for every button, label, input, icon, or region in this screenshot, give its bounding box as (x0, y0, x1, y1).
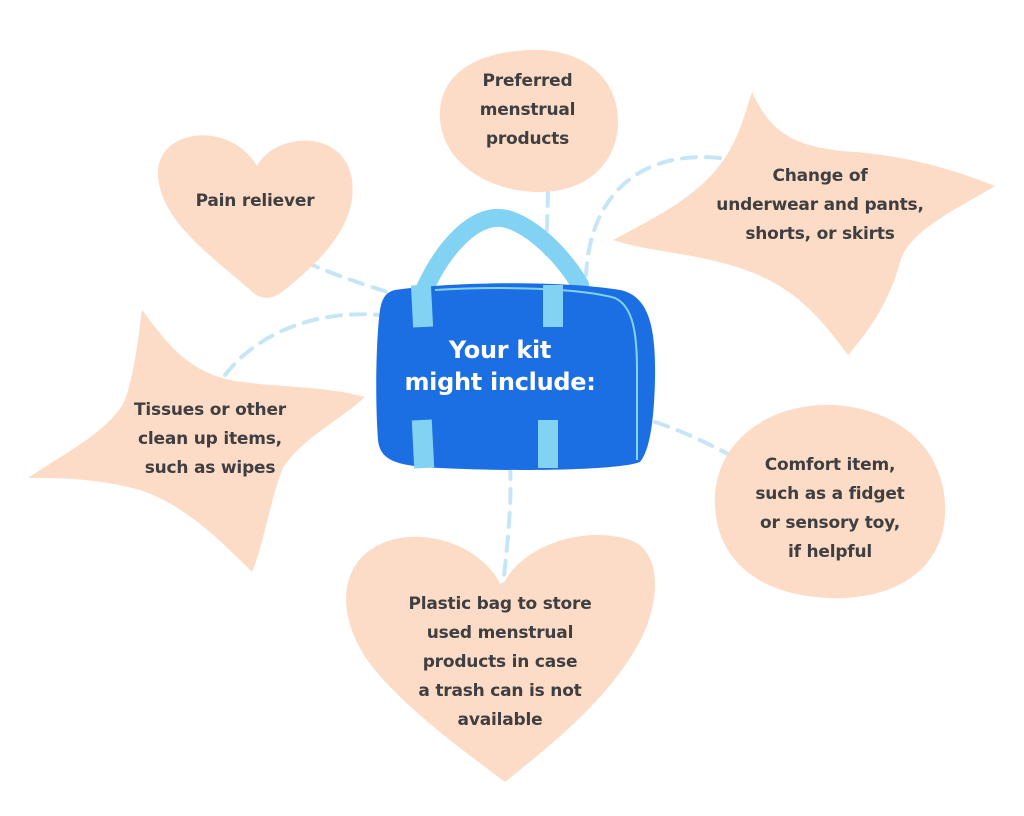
item-change-of-clothes: Change of underwear and pants, shorts, o… (716, 166, 924, 244)
bag-strap-bottom-left (411, 419, 435, 469)
star-shape-tissues (28, 310, 365, 572)
connector-plastic-bag (501, 463, 513, 587)
connector-pain-reliever (303, 260, 402, 298)
heart-shape-pain-reliever (157, 135, 353, 298)
blob-shape-menstrual-products (439, 49, 619, 192)
bag-strap-top-left (410, 284, 434, 328)
item-menstrual-products: Preferred menstrual products (479, 71, 576, 149)
item-plastic-bag: Plastic bag to store used menstrual prod… (408, 594, 592, 730)
blob-shape-comfort-item (714, 404, 946, 599)
star-shape-change-of-clothes (613, 92, 995, 355)
heart-shape-plastic-bag (346, 535, 655, 782)
bag-illustration (376, 208, 656, 470)
kit-title: Your kit might include: (404, 336, 596, 396)
item-tissues: Tissues or other clean up items, such as… (134, 400, 286, 478)
bag-strap-bottom-right (538, 420, 558, 468)
item-pain-reliever: Pain reliever (195, 191, 315, 211)
bag-strap-top-right (543, 285, 563, 327)
connector-change-of-clothes (584, 155, 722, 277)
item-comfort-item: Comfort item, such as a fidget or sensor… (755, 455, 905, 562)
bag-handle-right (486, 208, 589, 294)
connector-tissues (223, 312, 382, 377)
connector-comfort-item (653, 420, 732, 457)
bag-body (376, 283, 656, 470)
